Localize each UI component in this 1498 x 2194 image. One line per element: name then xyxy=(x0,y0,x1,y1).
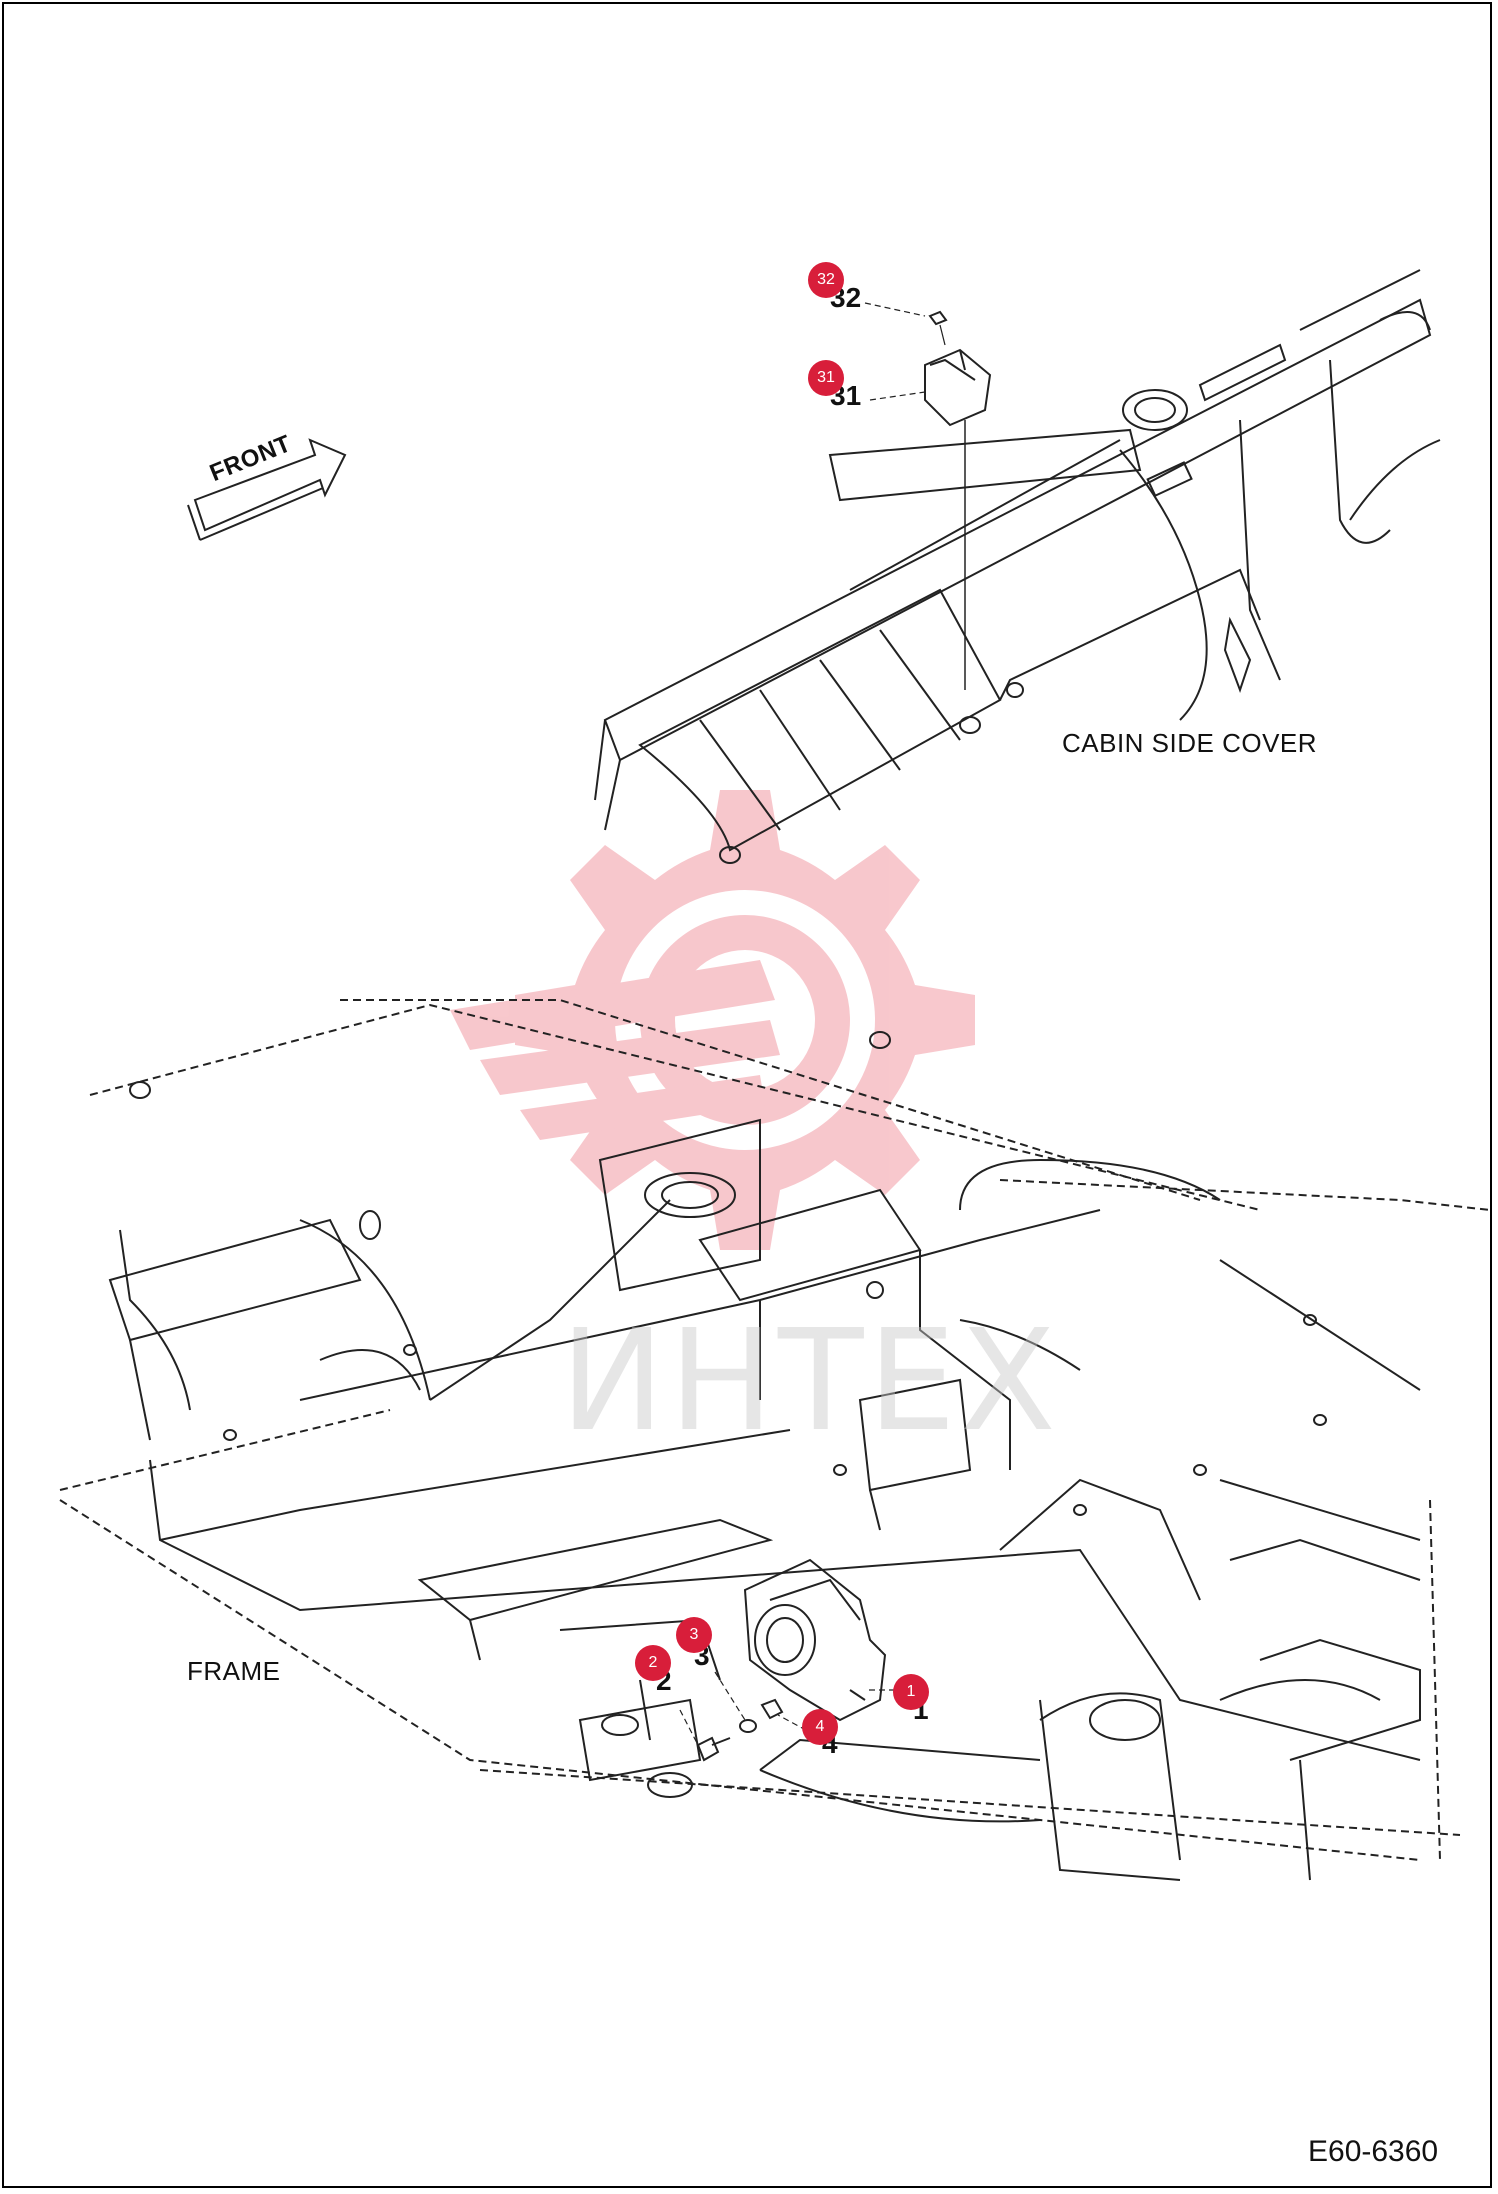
callout-32[interactable]: 32 xyxy=(808,262,844,298)
front-arrow-icon xyxy=(187,438,347,541)
part-4-nut-drawing xyxy=(760,1698,784,1720)
callout-2[interactable]: 2 xyxy=(635,1645,671,1681)
part-2-bolt-drawing xyxy=(696,1736,731,1762)
part-31-switch-drawing xyxy=(924,348,992,690)
frame-label: FRAME xyxy=(187,1656,281,1686)
part-32-screw-drawing xyxy=(928,310,948,346)
callout-31[interactable]: 31 xyxy=(808,360,844,396)
watermark-text: ИНТЕХ xyxy=(560,1300,1060,1463)
cabin-side-cover-drawing xyxy=(594,269,1441,864)
cabin-side-cover-label: CABIN SIDE COVER xyxy=(1062,728,1318,758)
part-1-bushing-drawing xyxy=(743,1558,887,1722)
callout-3[interactable]: 3 xyxy=(676,1617,712,1653)
leader-lines-lower xyxy=(679,1671,895,1746)
callout-4[interactable]: 4 xyxy=(802,1709,838,1745)
frame-drawing xyxy=(59,999,1491,1881)
part-3-washer-drawing xyxy=(739,1719,757,1733)
watermark-logo xyxy=(450,790,975,1250)
diagram-code: E60-6360 xyxy=(1308,2135,1439,2168)
callout-1[interactable]: 1 xyxy=(893,1674,929,1710)
leader-lines-upper xyxy=(864,302,926,401)
